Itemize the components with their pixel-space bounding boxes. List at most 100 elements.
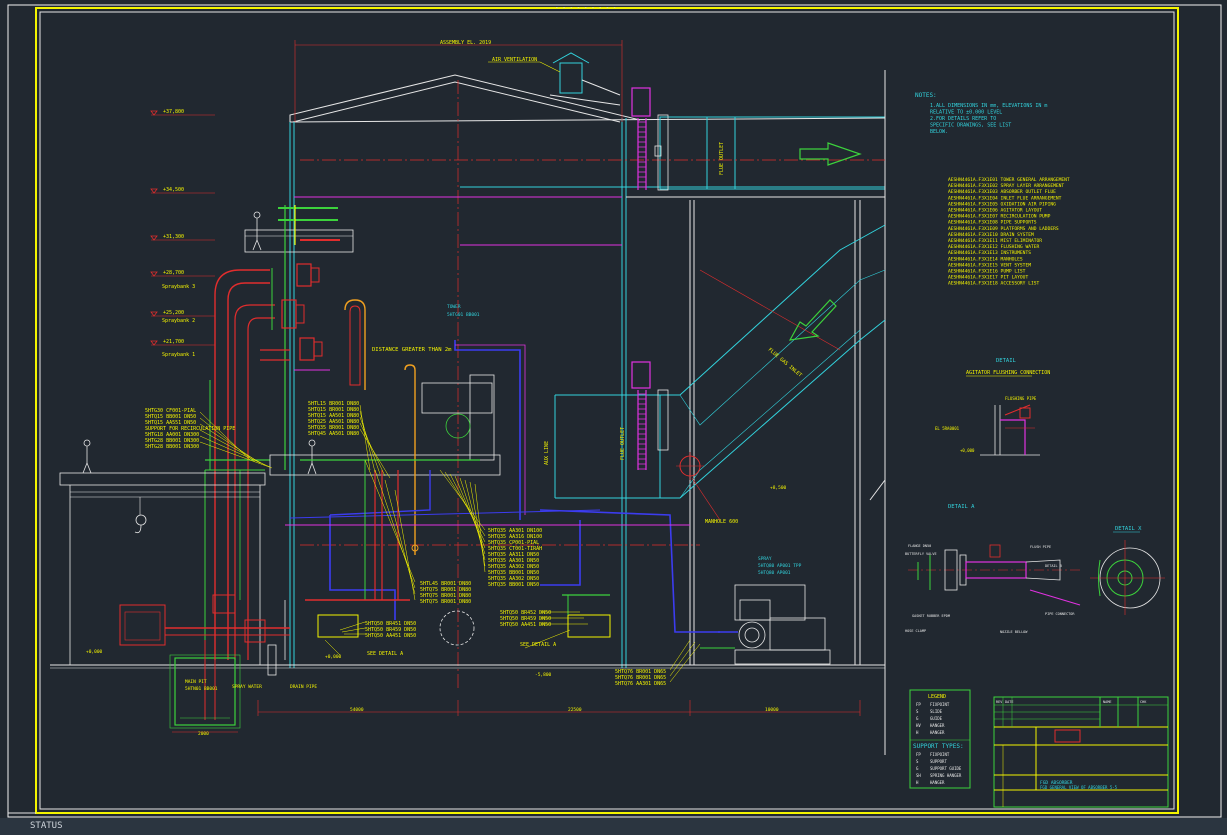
legend-text: HANGER <box>930 723 945 728</box>
elevation-label: +0,000 <box>86 649 103 655</box>
drawing-frame <box>7 4 1222 818</box>
detail-a-callout: GASKET RUBBER EPDM <box>912 614 950 618</box>
support-text: SUPPORT <box>930 759 947 764</box>
support-heading: SUPPORT TYPES: <box>913 743 964 750</box>
legend-symbol: HV <box>916 723 921 728</box>
drawing-subtitle: FGD GENERAL VIEW OF ABSORBER 5-5 <box>1040 785 1118 790</box>
top-sheet-title: - - - - - - - - - <box>555 4 616 11</box>
elevation-label: +37,800 <box>163 109 184 115</box>
detail-a-callout: HOSE CLAMP <box>905 629 926 633</box>
reference-line: AESHN4461A.F3X1E01 TOWER GENERAL ARRANGE… <box>948 177 1070 183</box>
see-detail-a-label-2[interactable]: SEE DETAIL A <box>520 642 556 648</box>
title-block <box>993 696 1169 808</box>
sump-spray-label: SPRAY WATER <box>232 684 262 690</box>
flue-inlet-arrow <box>788 299 837 341</box>
left-pipe-rack <box>59 205 501 665</box>
pipe-callout: 5HTQ35 BR001 DN80 <box>308 425 359 431</box>
status-bar: STATUS <box>0 818 1227 835</box>
status-text: STATUS <box>30 821 63 831</box>
elevation-marker <box>150 188 158 194</box>
elevation-label: +21,700 <box>163 339 184 345</box>
detail-a-callout: BUTTERFLY VALVE <box>905 552 937 556</box>
sump-label-1: MAIN PIT <box>185 679 207 685</box>
reference-line: AESHN4461A.F3X1E11 MIST ELIMINATOR <box>948 238 1042 244</box>
sump-dim: 2000 <box>198 731 209 737</box>
pipe-callout: 5HTQ45 AA501 DN80 <box>308 431 359 437</box>
detail-a-callout: NOZZLE BELLOW <box>1000 630 1028 634</box>
legend-symbol: H <box>916 730 919 735</box>
note-line: RELATIVE TO ±0.000 LEVEL <box>930 110 1002 116</box>
pipe-callout: 5HTQ35 AA301 DN50 <box>488 558 539 564</box>
elev-inlet: +8,500 <box>770 485 787 491</box>
flue-gas-inlet-label: FLUE GAS INLET <box>767 347 803 379</box>
tb-rev: REV <box>996 700 1003 704</box>
reference-line: AESHN4461A.F3X1E16 PUMP LIST <box>948 269 1026 275</box>
absorber-building <box>50 40 886 755</box>
reference-line: AESHN4461A.F3X1E18 ACCESSORY LIST <box>948 281 1040 287</box>
detail-a-callout: FLANGE DN50 <box>908 544 931 548</box>
detail-a-title: DETAIL A <box>948 504 975 510</box>
reference-line: AESHN4461A.F3X1E07 RECIRCULATION PUMP <box>948 214 1051 220</box>
reference-line: AESHN4461A.F3X1E02 SPRAY LAYER ARRANGEME… <box>948 183 1064 189</box>
dim-bottom-1: 54000 <box>350 707 364 713</box>
pipe-callout: 5HTQ35 AA301 DN100 <box>488 528 542 534</box>
reference-line: AESHN4461A.F3X1E12 FLUSHING WATER <box>948 244 1040 250</box>
notes-lines: 1.ALL DIMENSIONS IN mm, ELEVATIONS IN m … <box>930 103 1047 135</box>
pipe-callout: 5HTQ35 CP001-PIAL <box>488 540 539 546</box>
support-text: HANGER <box>930 780 945 785</box>
legend-text: HANGER <box>930 730 945 735</box>
sump-label-2: 5HTN01 BB001 <box>185 686 218 692</box>
pump-label-3: 5HTQ80 AP001 <box>758 570 791 576</box>
pipe-callout: 5HTQ76 AA301 DN65 <box>615 681 666 687</box>
detail-a-callout: DETAIL B <box>1045 564 1062 568</box>
elev-ground: +0,000 <box>325 654 342 660</box>
flue-outlet-arrow <box>799 142 862 166</box>
detail-x-drawing <box>1090 540 1165 615</box>
pipe-callout: 5HTQ35 CT001-TIRAH <box>488 546 542 552</box>
support-symbol: G <box>916 766 919 771</box>
support-text: SUPPORT GUIDE <box>930 766 962 771</box>
pipe-callout: 5HTQ76 BR001 DN65 <box>615 675 666 681</box>
tb-date: DATE <box>1005 700 1013 704</box>
recirculation-pump <box>700 584 831 665</box>
see-detail-a-label[interactable]: SEE DETAIL A <box>367 651 403 657</box>
distance-note: DISTANCE GREATER THAN 2m <box>372 347 452 353</box>
inspection-ports <box>654 114 669 451</box>
support-symbol: S <box>916 759 919 764</box>
pipe-callout: 5HTQ50 AA451 DN50 <box>500 622 551 628</box>
aux-line-label: AUX LINE <box>544 441 550 465</box>
pipe-callout: 5HTG28 BB001 DN300 <box>145 438 199 444</box>
pipe-callout: 5HTQ35 AA311 DN50 <box>488 552 539 558</box>
pipe-callout: 5HTG30 CF001-PIAL <box>145 408 196 414</box>
elevation-label: +25,200 <box>163 310 184 316</box>
legend-text: FIXPOINT <box>930 702 950 707</box>
detail-a-drawing <box>908 544 1081 606</box>
reference-line: AESHN4461A.F3X1E14 MANHOLES <box>948 256 1023 262</box>
legend-box <box>909 689 971 789</box>
pipe-callout: 5HTL15 BR001 DN80 <box>308 401 359 407</box>
elevation-label: +28,700 <box>163 270 184 276</box>
reference-line: AESHN4461A.F3X1E08 PIPE SUPPORTS <box>948 220 1037 226</box>
reference-line: AESHN4461A.F3X1E15 VENT SYSTEM <box>948 262 1031 268</box>
elev-pit: -5,800 <box>535 672 552 678</box>
elevation-marker <box>150 235 158 241</box>
detail-label-2: FLUSHING PIPE <box>1005 396 1037 401</box>
crane-hook <box>134 514 147 534</box>
ladders <box>631 87 651 470</box>
spraybank-3-label: Spraybank 3 <box>162 284 195 290</box>
pipe-callout: 5HTQ35 AA302 DN50 <box>488 576 539 582</box>
pipe-callout: 5HTQ75 BR001 DN80 <box>420 587 471 593</box>
legend-text: SLIDE <box>930 709 943 714</box>
support-symbol: FP <box>916 752 921 757</box>
pipe-callout: 5HTQ35 AA316 DN100 <box>488 534 542 540</box>
detail-subtitle: AGITATOR FLUSHING CONNECTION <box>966 370 1050 376</box>
